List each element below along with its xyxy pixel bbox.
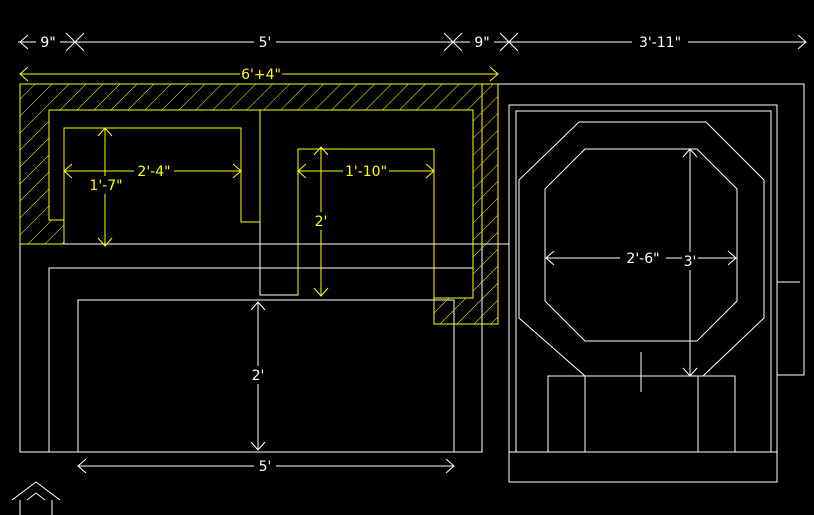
- dim-top-5: 5': [259, 35, 272, 51]
- dim-inner-1-10: 1'-10": [345, 164, 387, 180]
- dim-top-3-11: 3'-11": [639, 35, 681, 51]
- dim-width-6-4: 6'+4": [241, 67, 281, 83]
- dim-top-9-right: 9": [474, 35, 489, 51]
- floor-plan-geometry: [19, 83, 805, 483]
- hatched-walls: [19, 83, 499, 325]
- hatched-top-wall: [19, 83, 483, 245]
- dim-bottom-5: 5': [259, 459, 272, 475]
- flue-outline: [297, 148, 435, 298]
- dim-lower-2: 2': [252, 368, 265, 384]
- dim-octagon-2-6: 2'-6": [626, 251, 659, 267]
- flue-passage: [259, 110, 435, 298]
- dim-inner-1-7: 1'-7": [89, 178, 122, 194]
- dim-top-9-left: 9": [40, 35, 55, 51]
- right-block-outer: [508, 104, 778, 483]
- right-block-inner: [515, 110, 772, 452]
- dim-inner-2-upper: 2': [315, 214, 328, 230]
- dim-inner-2-4: 2'-4": [137, 164, 170, 180]
- ucs-icon: [11, 481, 61, 515]
- inner-room-outline: [77, 299, 455, 452]
- octagon-inner: [544, 148, 738, 342]
- left-inner-wall: [48, 267, 473, 452]
- dim-octagon-3: 3': [684, 254, 697, 270]
- firebox-outline: [63, 110, 261, 223]
- octagon-right-leg: [697, 375, 736, 452]
- hatched-right-wall: [433, 83, 499, 325]
- octagon-left-leg: [547, 375, 586, 452]
